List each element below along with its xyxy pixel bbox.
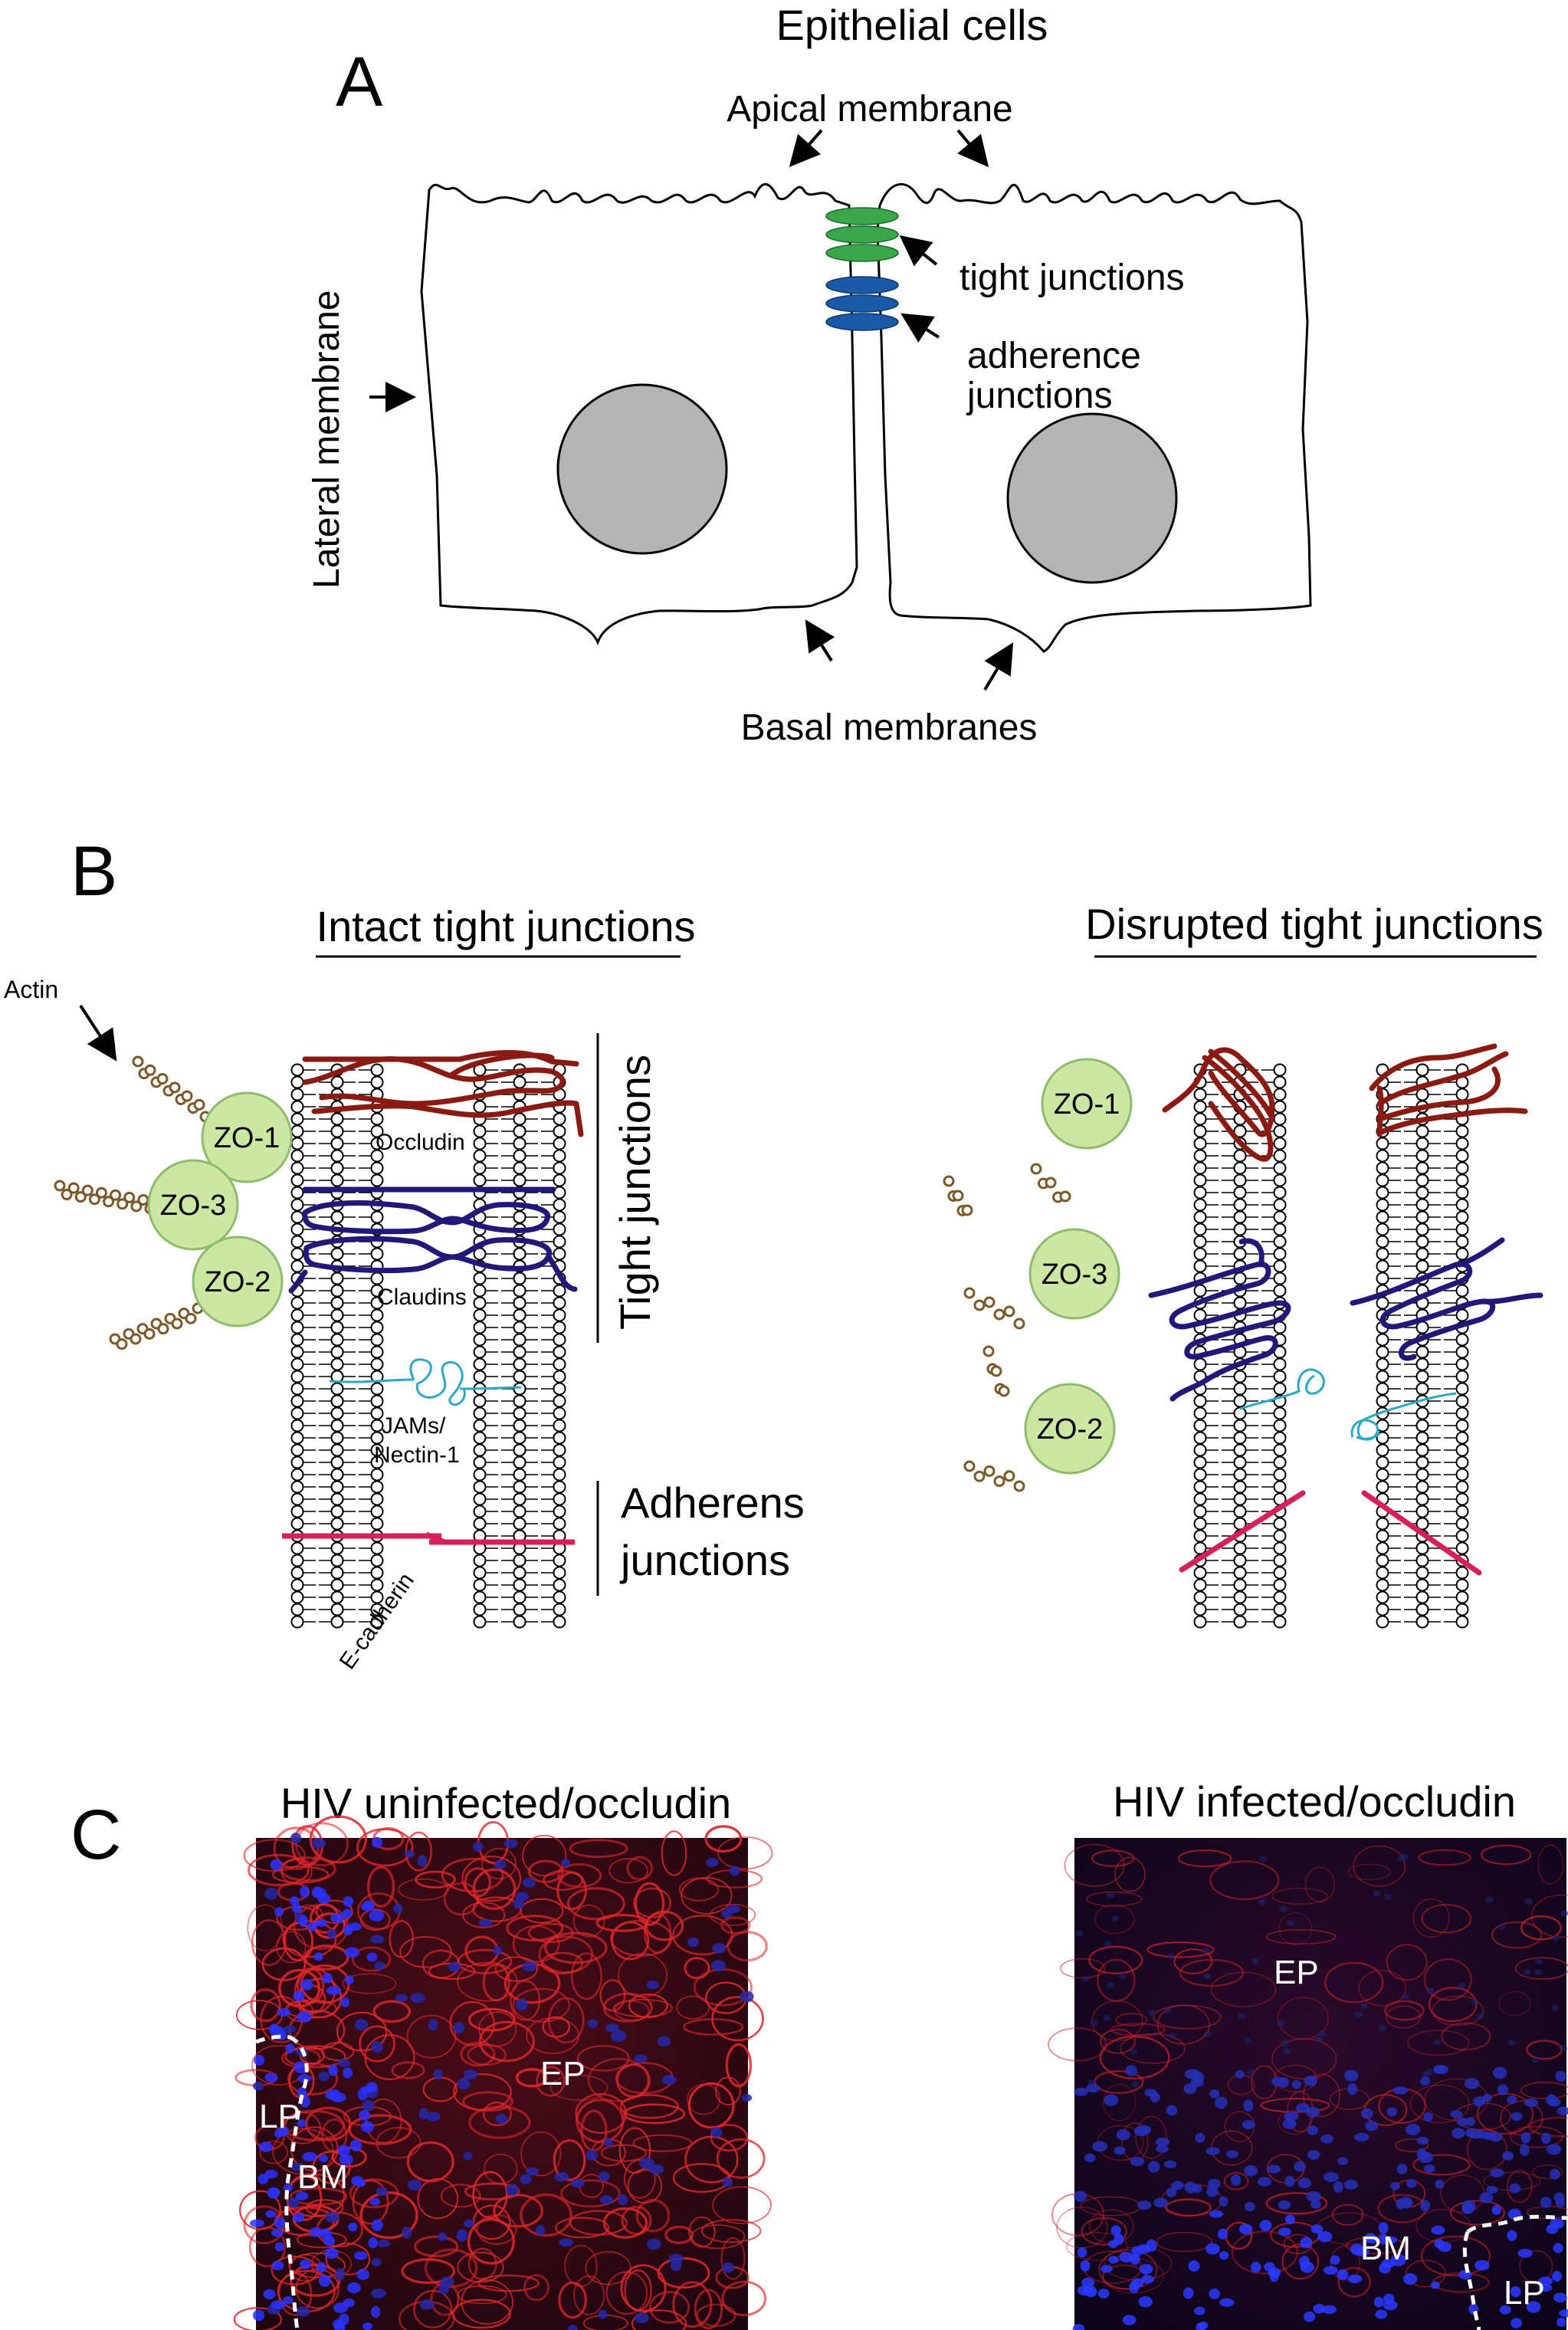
lateral-membrane-label: Lateral membrane [307,290,347,589]
disrupted-membrane-right [1376,1063,1469,1629]
infected-bm-label: BM [1360,2230,1411,2267]
panel-a-title: Epithelial cells [776,1,1048,49]
apical-arrow-left [789,129,823,168]
intact-membrane-left [290,1063,384,1629]
zo1-intact-label: ZO-1 [214,1122,280,1154]
uninfected-bm-label: BM [297,2158,348,2196]
ecadherin-intact [282,1531,575,1545]
left-cell-outline [420,183,858,646]
micrograph-infected: EP BM LP [1048,1838,1568,2330]
basal-membranes-label: Basal membranes [741,707,1038,748]
zo2-intact-label: ZO-2 [205,1266,271,1298]
claudins-disrupted [1148,1237,1543,1402]
micrograph-uninfected: LP BM EP [233,1815,773,2330]
jams-disrupted [1239,1368,1457,1441]
zo3-disrupted: ZO-3 [1028,1228,1120,1320]
zo2-intact: ZO-2 [192,1236,284,1327]
zo1-disrupted-label: ZO-1 [1054,1088,1120,1121]
uninfected-ep-label: EP [540,2055,586,2092]
tight-junction-ovals [825,207,899,262]
aj-label-line2: junctions [619,1536,790,1584]
disrupted-title: Disrupted tight junctions [1085,900,1543,948]
tight-junctions-arrow [899,235,938,267]
left-nucleus [556,383,728,555]
infected-title: HIV infected/occludin [1113,1777,1516,1826]
zo1-intact: ZO-1 [201,1091,293,1183]
jams-intact [329,1358,522,1406]
claudins-label: Claudins [377,1285,467,1310]
claudins-intact [288,1186,578,1294]
infected-lp-label: LP [1504,2274,1545,2312]
zo2-disrupted-label: ZO-2 [1037,1413,1104,1446]
basal-arrow-right [983,642,1014,691]
tight-junctions-label: tight junctions [959,258,1185,298]
occludin-label: Occludin [376,1130,465,1155]
zo1-disrupted: ZO-1 [1041,1058,1133,1150]
tj-bracket-label: Tight junctions [611,1055,659,1330]
panel-c-letter: C [71,1796,121,1874]
actin-arrow [79,1004,117,1062]
occludin-disrupted [1162,1043,1528,1162]
uninfected-title: HIV uninfected/occludin [280,1779,731,1827]
zo3-disrupted-label: ZO-3 [1042,1259,1108,1291]
panel-a-letter: A [336,43,383,121]
right-cell-outline [876,183,1312,653]
adherence-junction-ovals [825,276,899,331]
basal-arrow-left [805,619,835,662]
adherence-label-line1: adherence [967,336,1141,376]
panel-c: C HIV uninfected/occludin HIV infected/o… [71,1777,1568,2330]
right-nucleus [1006,412,1178,584]
zo3-intact-label: ZO-3 [160,1190,227,1222]
zo3-intact: ZO-3 [147,1159,239,1251]
actin-label: Actin [4,976,58,1003]
zo2-disrupted: ZO-2 [1024,1383,1116,1475]
panel-b: B Intact tight junctions Disrupted tight… [4,832,1543,1674]
adherence-label-line2: junctions [966,376,1112,416]
aj-label-line1: Adherens [621,1478,805,1527]
apical-arrow-right [956,129,989,168]
ecadherin-disrupted [1179,1490,1482,1576]
adherence-arrow [900,313,940,343]
jams-label-line1: JAMs/ [382,1413,446,1439]
jams-label-line2: Nectin-1 [374,1442,460,1468]
intact-title: Intact tight junctions [317,902,696,950]
apical-membrane-label: Apical membrane [727,89,1013,130]
infected-ep-label: EP [1274,1954,1319,1991]
panel-b-letter: B [71,832,117,911]
occludin-intact [302,1049,584,1137]
uninfected-lp-label: LP [259,2098,300,2135]
panel-a: A Epithelial cells Apical membrane tight… [307,1,1312,748]
